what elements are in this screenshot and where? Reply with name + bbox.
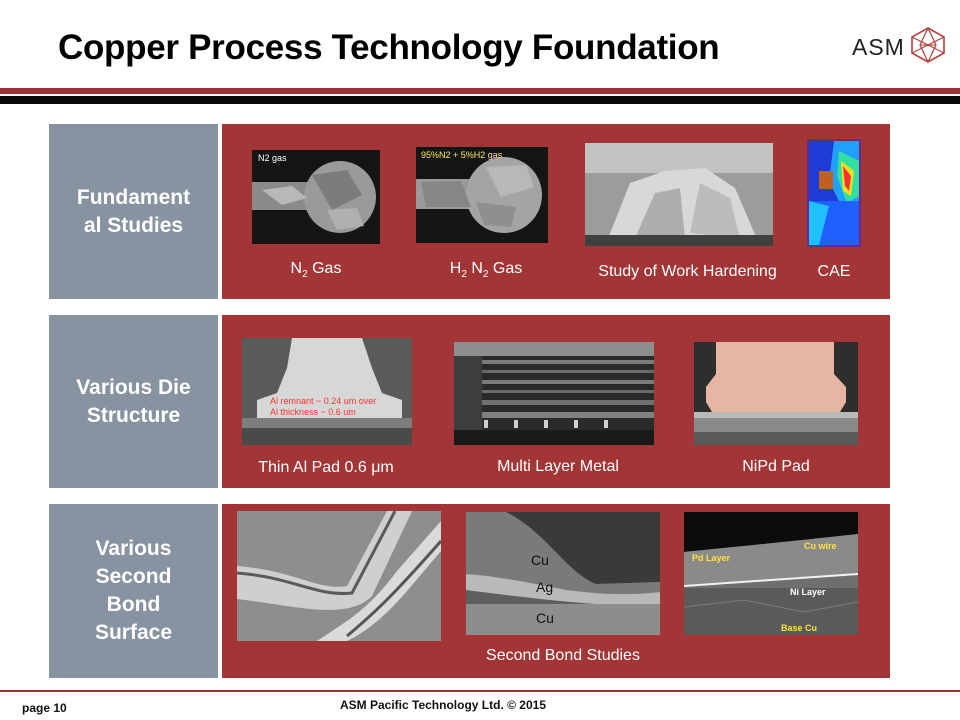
n2-gas-ball-image: N2 gas bbox=[252, 150, 380, 244]
caption-text: Gas bbox=[488, 260, 523, 277]
multi-layer-metal-image bbox=[454, 342, 654, 445]
h2-n2-gas-ball-image: 95%N2 + 5%H2 gas bbox=[416, 147, 548, 243]
company-logo-text: ASM bbox=[852, 34, 905, 60]
caption-subscript: 2 bbox=[482, 269, 489, 281]
nipd-pad-image bbox=[694, 342, 858, 445]
caption-multi-layer-metal: Multi Layer Metal bbox=[497, 458, 619, 475]
layer-label-cu-bottom: Cu bbox=[536, 610, 554, 626]
caption-subscript: 2 bbox=[461, 269, 467, 281]
caption-cae: CAE bbox=[817, 263, 851, 280]
caption-text: H bbox=[449, 260, 462, 277]
layer-label-ag: Ag bbox=[536, 579, 554, 595]
caption-h2-n2-gas: H2 N2 Gas bbox=[416, 260, 556, 280]
caption-n2-gas: N2 Gas bbox=[252, 260, 380, 280]
thin-al-pad-image: Al remnant ~ 0.24 um over Al thickness ~… bbox=[242, 338, 412, 445]
wire-bond-sem-image bbox=[237, 511, 441, 641]
layer-label-cu-top: Cu bbox=[531, 552, 549, 568]
row-label-line: al Studies bbox=[83, 213, 184, 237]
pd-ni-layer-image: Pd Layer Cu wire Ni Layer Base Cu bbox=[684, 512, 858, 635]
image-overlay-text: N2 gas bbox=[258, 153, 287, 163]
work-hardening-image bbox=[585, 143, 773, 246]
layer-label-pd: Pd Layer bbox=[692, 553, 731, 563]
row-label-line: Various Die bbox=[76, 375, 191, 399]
layer-label-ni: Ni Layer bbox=[790, 587, 826, 597]
footer-rule bbox=[0, 690, 960, 692]
caption-text: Gas bbox=[307, 260, 342, 277]
row-label-line: Structure bbox=[86, 403, 181, 427]
row-label-line: Bond bbox=[106, 593, 161, 616]
image-overlay-text: Al thickness ~ 0.6 um bbox=[270, 407, 356, 417]
cu-ag-cu-cross-section-image: Cu Ag Cu bbox=[466, 512, 660, 635]
image-overlay-text: 95%N2 + 5%H2 gas bbox=[421, 150, 503, 160]
row-label-line: Fundament bbox=[76, 185, 191, 209]
page-number: page 10 bbox=[22, 701, 67, 715]
caption-text: N bbox=[466, 260, 483, 277]
image-overlay-text: Al remnant ~ 0.24 um over bbox=[270, 396, 377, 406]
company-logo-icon bbox=[910, 26, 946, 64]
caption-thin-al-pad: Thin Al Pad 0.6 μm bbox=[258, 459, 394, 476]
caption-nipd-pad: NiPd Pad bbox=[742, 458, 810, 475]
row-label-second-bond-surface: Various Second Bond Surface bbox=[49, 504, 218, 678]
page-title: Copper Process Technology Foundation bbox=[58, 28, 720, 67]
caption-second-bond-studies: Second Bond Studies bbox=[486, 647, 640, 664]
layer-label-cu-wire: Cu wire bbox=[804, 541, 837, 551]
header-rule-black bbox=[0, 96, 960, 104]
copyright-text: ASM Pacific Technology Ltd. © 2015 bbox=[340, 698, 546, 712]
caption-work-hardening: Study of Work Hardening bbox=[598, 263, 777, 280]
row-label-line: Various bbox=[95, 537, 172, 560]
layer-label-base-cu: Base Cu bbox=[781, 623, 818, 633]
caption-subscript: 2 bbox=[302, 269, 308, 281]
row-label-line: Second bbox=[95, 565, 172, 588]
caption-text: N bbox=[290, 260, 303, 277]
cae-simulation-image bbox=[807, 139, 861, 247]
row-label-fundamental-studies: Fundament al Studies bbox=[49, 124, 218, 299]
header-rule-red bbox=[0, 88, 960, 94]
row-label-line: Surface bbox=[94, 621, 173, 644]
